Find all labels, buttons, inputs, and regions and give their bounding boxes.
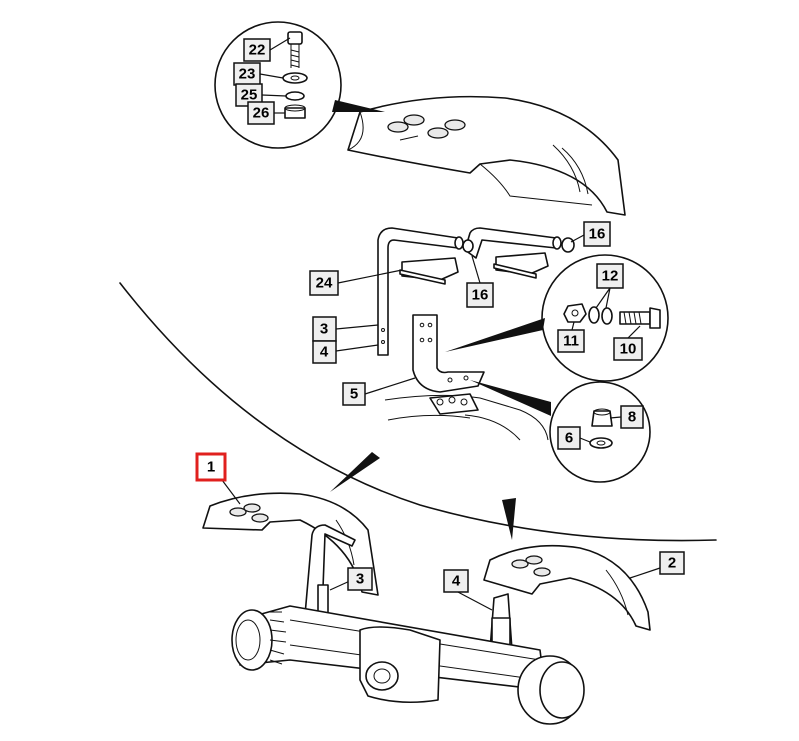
- axle-assembly: [202, 492, 651, 725]
- callout-23: 23: [233, 62, 261, 86]
- callout-4-top: 4: [312, 340, 337, 364]
- svg-text:4: 4: [452, 573, 461, 590]
- callout-26: 26: [247, 101, 275, 125]
- svg-text:25: 25: [241, 87, 258, 104]
- arrow-right: [502, 498, 516, 540]
- svg-text:1: 1: [207, 459, 215, 476]
- callout-25: 25: [235, 83, 263, 107]
- callout-6: 6: [557, 426, 581, 450]
- svg-text:16: 16: [589, 226, 606, 243]
- bracket-assembly: [377, 227, 575, 441]
- svg-text:5: 5: [350, 386, 358, 403]
- hardware-detail-circle: [214, 21, 385, 149]
- callout-3-top: 3: [312, 316, 337, 342]
- callout-8: 8: [620, 405, 644, 429]
- callout-2: 2: [659, 551, 685, 575]
- callout-24: 24: [309, 270, 339, 296]
- fender-detail: [347, 95, 626, 216]
- leader-lines: [221, 37, 661, 611]
- svg-text:23: 23: [239, 66, 256, 83]
- callout-12: 12: [596, 263, 624, 289]
- callout-16-top: 16: [583, 221, 611, 247]
- callout-16-bottom: 16: [466, 282, 494, 308]
- callout-11: 11: [557, 329, 585, 353]
- callout-5: 5: [342, 382, 366, 406]
- callout-3-bottom: 3: [347, 567, 373, 591]
- svg-text:4: 4: [320, 344, 329, 361]
- svg-text:6: 6: [565, 430, 573, 447]
- svg-text:8: 8: [628, 409, 636, 426]
- svg-text:11: 11: [563, 333, 579, 350]
- callout-4-bottom: 4: [443, 569, 469, 593]
- callout-10: 10: [613, 337, 643, 361]
- svg-text:24: 24: [316, 275, 333, 292]
- svg-text:3: 3: [356, 571, 364, 588]
- svg-text:10: 10: [620, 341, 637, 358]
- svg-text:26: 26: [253, 105, 270, 122]
- callout-1-highlighted: 1: [195, 452, 227, 482]
- svg-text:22: 22: [249, 42, 266, 59]
- callout-22: 22: [243, 38, 271, 62]
- svg-text:3: 3: [320, 321, 328, 338]
- svg-text:2: 2: [668, 555, 676, 572]
- separator-arc: [119, 282, 717, 542]
- svg-text:12: 12: [602, 268, 619, 285]
- svg-text:16: 16: [472, 287, 489, 304]
- bolt-detail-circle: [445, 254, 669, 382]
- nut-detail-circle: [470, 380, 651, 483]
- arrow-left: [330, 452, 380, 492]
